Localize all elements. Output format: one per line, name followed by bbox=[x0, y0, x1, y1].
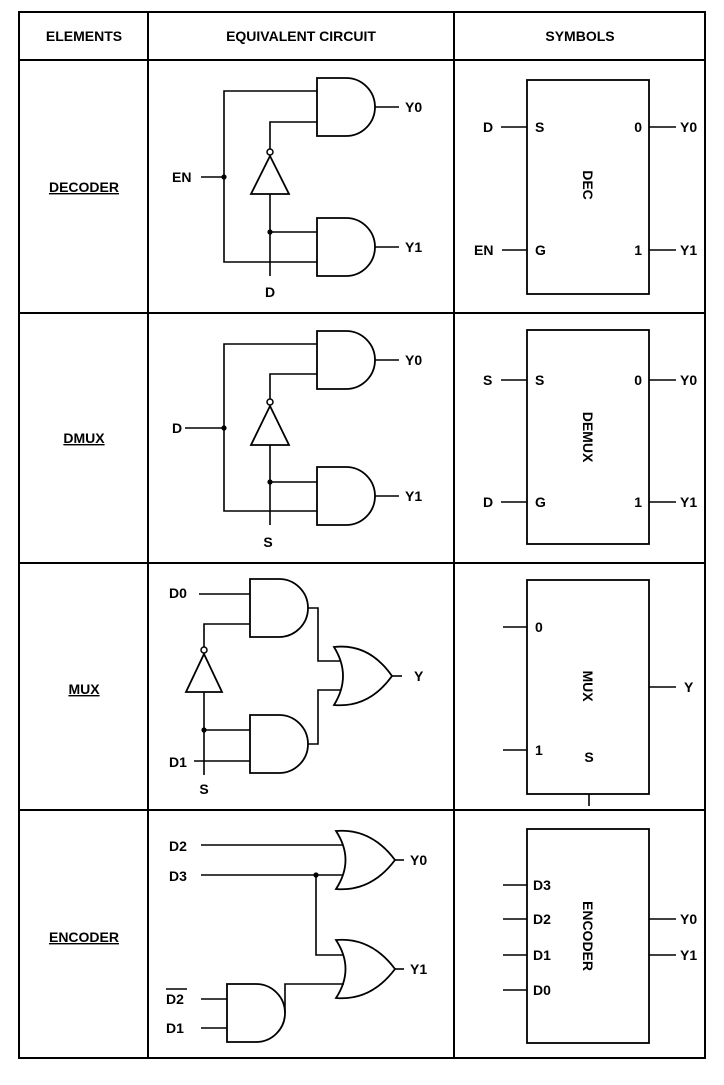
decoder-symbol-pin-1: 1 bbox=[634, 242, 642, 258]
encoder-circuit-label-d3: D3 bbox=[169, 868, 187, 884]
and-gate bbox=[249, 578, 309, 638]
dmux-symbol-input-s: S bbox=[483, 372, 492, 388]
encoder-circuit-label-y1: Y1 bbox=[410, 961, 427, 977]
mux-circuit-label-y: Y bbox=[414, 668, 424, 684]
mux-circuit-label-s: S bbox=[199, 781, 208, 797]
header-symbols: SYMBOLS bbox=[545, 28, 614, 44]
dmux-symbol: S S D G DEMUX 0 Y0 1 Y1 bbox=[483, 329, 697, 545]
inverter-gate bbox=[184, 651, 224, 693]
mux-circuit-label-d0: D0 bbox=[169, 585, 187, 601]
and-gate bbox=[226, 983, 286, 1043]
decoder-block bbox=[526, 79, 650, 295]
element-name-decoder: DECODER bbox=[49, 179, 119, 195]
dmux-circuit-label-y1: Y1 bbox=[405, 488, 422, 504]
encoder-symbol-pin-d3: D3 bbox=[533, 877, 551, 893]
encoder-circuit-label-d2: D2 bbox=[169, 838, 187, 854]
encoder-circuit-label-y0: Y0 bbox=[410, 852, 427, 868]
decoder-symbol-pin-0: 0 bbox=[634, 119, 642, 135]
dmux-circuit-label-d: D bbox=[172, 420, 182, 436]
dmux-symbol-pin-1: 1 bbox=[634, 494, 642, 510]
mux-symbol-pin-0: 0 bbox=[535, 619, 543, 635]
mux-symbol-pin-1: 1 bbox=[535, 742, 543, 758]
encoder-block bbox=[526, 828, 650, 1044]
encoder-symbol-pin-d0: D0 bbox=[533, 982, 551, 998]
or-gate bbox=[332, 645, 394, 707]
decoder-symbol: D S EN G DEC 0 Y0 1 Y1 bbox=[474, 79, 697, 295]
encoder-symbol: D3 D2 D1 D0 ENCODER Y0 Y1 bbox=[503, 828, 697, 1044]
mux-circuit-label-d1: D1 bbox=[169, 754, 187, 770]
dmux-symbol-output-y0: Y0 bbox=[680, 372, 697, 388]
table-grid bbox=[18, 11, 706, 1059]
encoder-circuit-label-d2-bar: D2 bbox=[166, 991, 184, 1007]
and-gate bbox=[249, 714, 309, 774]
and-gate bbox=[316, 217, 376, 277]
encoder-symbol-pin-d1: D1 bbox=[533, 947, 551, 963]
and-gate bbox=[316, 466, 376, 526]
decoder-circuit-label-y1: Y1 bbox=[405, 239, 422, 255]
mux-symbol-pin-s: S bbox=[584, 749, 593, 765]
decoder-symbol-input-g: EN bbox=[474, 242, 493, 258]
encoder-circuit: D2 D3 Y0 Y1 D2 D1 bbox=[166, 829, 427, 1043]
dmux-circuit-label-s: S bbox=[263, 534, 272, 550]
dmux-symbol-pin-g: G bbox=[535, 494, 546, 510]
and-gate bbox=[316, 77, 376, 137]
encoder-symbol-output-y1: Y1 bbox=[680, 947, 697, 963]
mux-symbol: 0 1 S MUX Y bbox=[503, 579, 694, 806]
demux-block bbox=[526, 329, 650, 545]
decoder-symbol-pin-s: S bbox=[535, 119, 544, 135]
decoder-symbol-input-s: D bbox=[483, 119, 493, 135]
encoder-symbol-title: ENCODER bbox=[580, 901, 596, 971]
dmux-circuit-label-y0: Y0 bbox=[405, 352, 422, 368]
decoder-symbol-title: DEC bbox=[580, 170, 596, 200]
encoder-symbol-output-y0: Y0 bbox=[680, 911, 697, 927]
decoder-circuit-label-en: EN bbox=[172, 169, 191, 185]
dmux-symbol-title: DEMUX bbox=[580, 412, 596, 463]
header-elements: ELEMENTS bbox=[46, 28, 122, 44]
dmux-symbol-pin-0: 0 bbox=[634, 372, 642, 388]
mux-symbol-output-y: Y bbox=[684, 679, 694, 695]
or-gate bbox=[334, 938, 397, 1000]
dmux-symbol-input-g: D bbox=[483, 494, 493, 510]
encoder-circuit-label-d1: D1 bbox=[166, 1020, 184, 1036]
inverter-gate bbox=[249, 403, 291, 446]
decoder-circuit-label-y0: Y0 bbox=[405, 99, 422, 115]
header-equivalent-circuit: EQUIVALENT CIRCUIT bbox=[226, 28, 376, 44]
dmux-symbol-output-y1: Y1 bbox=[680, 494, 697, 510]
decoder-symbol-output-y1: Y1 bbox=[680, 242, 697, 258]
and-gate bbox=[316, 330, 376, 390]
decoder-symbol-pin-g: G bbox=[535, 242, 546, 258]
table-border bbox=[18, 11, 706, 1059]
element-name-mux: MUX bbox=[68, 681, 100, 697]
inverter-gate bbox=[249, 153, 291, 195]
mux-symbol-title: MUX bbox=[580, 670, 596, 702]
or-gate bbox=[334, 829, 397, 891]
dmux-symbol-pin-s: S bbox=[535, 372, 544, 388]
decoder-circuit: EN D Y0 Y1 bbox=[172, 77, 422, 300]
decoder-symbol-output-y0: Y0 bbox=[680, 119, 697, 135]
dmux-circuit: D S Y0 Y1 bbox=[172, 330, 422, 550]
mux-circuit: D0 D1 S Y bbox=[169, 578, 424, 797]
element-name-encoder: ENCODER bbox=[49, 929, 119, 945]
encoder-symbol-pin-d2: D2 bbox=[533, 911, 551, 927]
mux-block bbox=[526, 579, 650, 795]
element-name-dmux: DMUX bbox=[63, 430, 105, 446]
decoder-circuit-label-d: D bbox=[265, 284, 275, 300]
